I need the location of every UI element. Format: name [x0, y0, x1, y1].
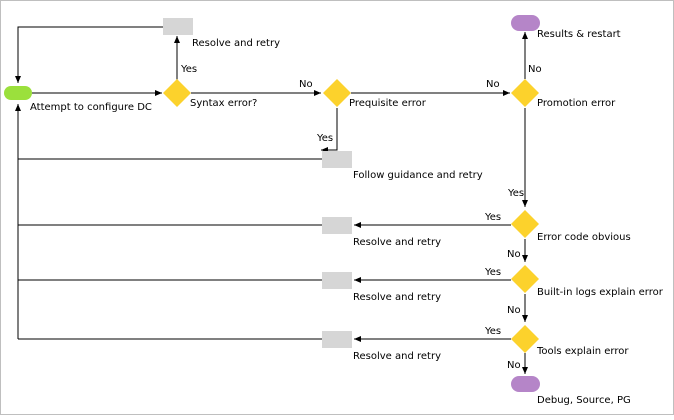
start-label: Attempt to configure DC — [30, 102, 152, 113]
code-no-label: No — [507, 249, 521, 260]
error-code-obvious-label: Error code obvious — [537, 232, 631, 243]
edge-prereq-yes — [321, 108, 338, 153]
prequisite-error-label: Prequisite error — [349, 98, 427, 109]
tools-explain-decision — [511, 325, 539, 353]
resolve-retry-box-3 — [322, 272, 352, 289]
resolve-retry-label-4: Resolve and retry — [353, 351, 441, 362]
connectors — [15, 26, 528, 374]
promotion-error-decision — [511, 79, 539, 107]
syntax-yes-label: Yes — [180, 64, 197, 75]
resolve-retry-box-1 — [163, 18, 193, 35]
results-restart-terminal — [511, 15, 540, 31]
prequisite-error-decision — [323, 79, 351, 107]
logs-yes-label: Yes — [484, 267, 501, 278]
code-yes-label: Yes — [484, 212, 501, 223]
resolve-retry-label-3: Resolve and retry — [353, 292, 441, 303]
promotion-no-label: No — [528, 64, 542, 75]
resolve-retry-box-4 — [322, 331, 352, 348]
syntax-error-decision — [163, 79, 191, 107]
builtin-logs-decision — [511, 265, 539, 293]
prereq-no-label: No — [486, 79, 500, 90]
tools-explain-label: Tools explain error — [536, 346, 629, 357]
debug-source-pg-label: Debug, Source, PG — [537, 395, 631, 406]
resolve-retry-box-2 — [322, 217, 352, 234]
tools-yes-label: Yes — [484, 326, 501, 337]
syntax-error-label: Syntax error? — [190, 98, 257, 109]
logs-no-label: No — [507, 305, 521, 316]
promotion-error-label: Promotion error — [537, 98, 616, 109]
follow-guidance-box — [322, 151, 352, 168]
tools-no-label: No — [507, 360, 521, 371]
promotion-yes-label: Yes — [507, 188, 524, 199]
follow-guidance-label: Follow guidance and retry — [353, 170, 483, 181]
resolve-retry-label-2: Resolve and retry — [353, 237, 441, 248]
error-code-obvious-decision — [511, 210, 539, 238]
syntax-no-label: No — [299, 79, 313, 90]
resolve-retry-label-1: Resolve and retry — [192, 38, 280, 49]
results-restart-label: Results & restart — [537, 29, 621, 40]
edge-resolve1-loop — [15, 26, 163, 83]
prereq-yes-label: Yes — [316, 133, 333, 144]
start-node — [4, 86, 32, 100]
debug-terminal — [511, 376, 540, 392]
builtin-logs-label: Built-in logs explain error — [537, 287, 664, 298]
